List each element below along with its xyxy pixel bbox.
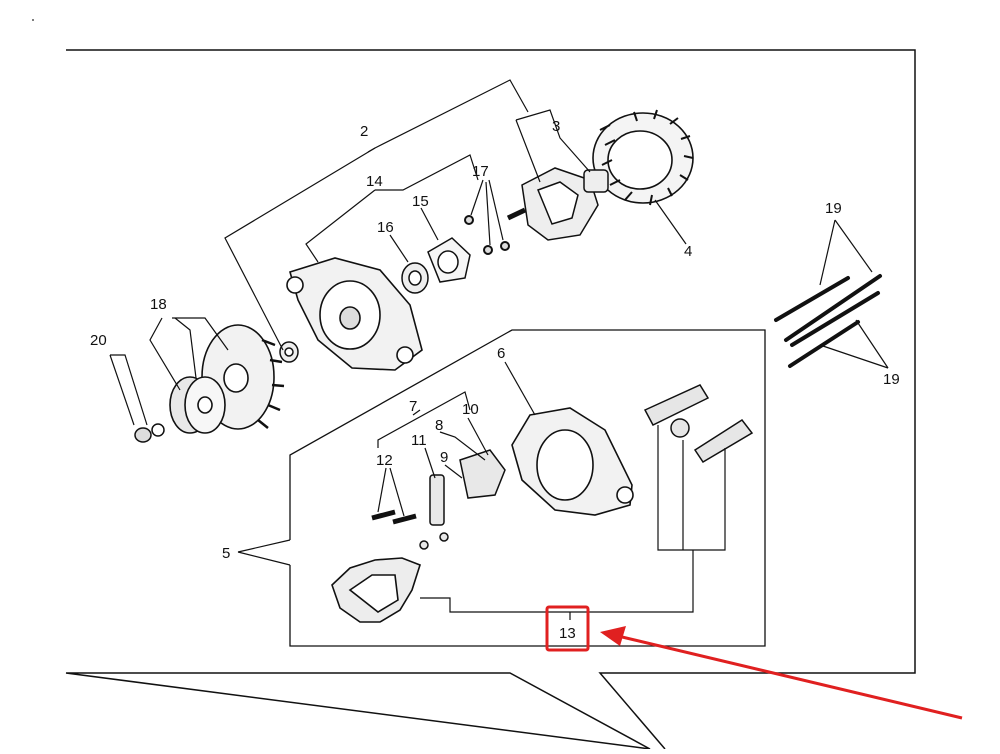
callout-6: 6 [497,345,505,362]
callout-14: 14 [366,173,383,190]
leader-lines [109,79,889,620]
highlight-annotation [545,605,963,720]
through-bolts-part [774,274,882,368]
callout-20: 20 [90,332,107,349]
callout-19-top: 19 [825,200,842,217]
callout-10: 10 [462,401,479,418]
callout-2: 2 [360,123,368,140]
callout-19-bottom: 19 [883,371,900,388]
rectifier-part [331,557,421,623]
front-bracket-part [286,257,423,371]
regulator-parts [643,384,754,464]
nut-washer-part [134,423,165,443]
screws-17-part [464,215,510,255]
rotor-part [506,167,609,241]
spacer-part [279,341,299,363]
callout-11: 11 [411,432,427,449]
brush-holder-part [371,449,506,550]
callout-4: 4 [684,243,692,260]
rear-bracket-part [511,407,634,516]
highlight-box [545,605,590,652]
diagram-frame [65,49,916,750]
callout-7: 7 [409,398,417,415]
callout-16: 16 [377,219,394,236]
stator-part [592,109,694,206]
callout-3: 3 [552,118,560,135]
red-arrow-shaft [617,634,963,720]
callout-labels: 2 3 4 5 6 7 8 9 10 11 12 13 14 15 16 17 … [90,118,900,642]
subassembly-box [289,329,766,647]
callout-18: 18 [150,296,167,313]
pulley-part [169,376,226,434]
callout-5: 5 [222,545,230,562]
bearing-part [401,262,429,294]
callout-17: 17 [472,163,489,180]
retainer-plate-part [427,237,471,283]
red-arrow-head-icon [600,626,626,646]
callout-8: 8 [435,417,443,434]
callout-9: 9 [440,449,448,466]
callout-12: 12 [376,452,393,469]
callout-13: 13 [559,625,576,642]
callout-15: 15 [412,193,429,210]
page-speck [32,19,34,21]
